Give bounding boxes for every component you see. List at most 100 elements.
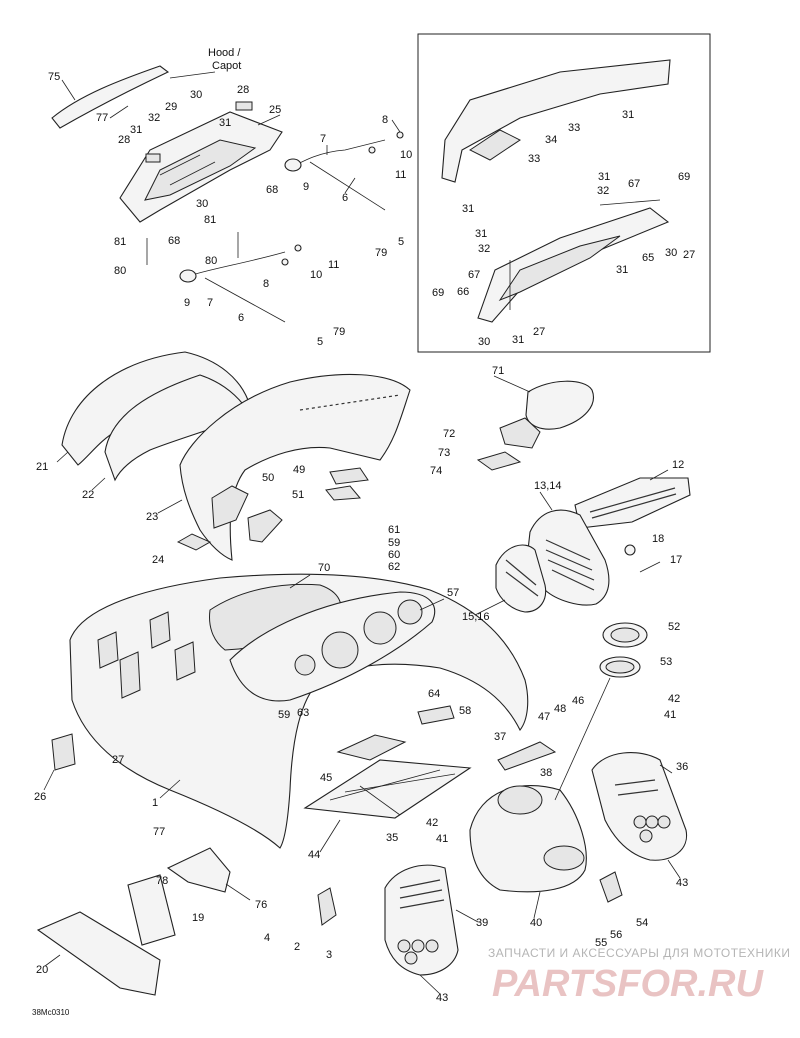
label-45: 45	[320, 772, 332, 784]
watermark: ЗАПЧАСТИ И АКСЕССУАРЫ ДЛЯ МОТОТЕХНИКИ PA…	[488, 946, 790, 1005]
label-41b: 41	[436, 833, 448, 845]
label-50: 50	[262, 472, 274, 484]
mirror-and-vents	[476, 380, 691, 613]
label-44: 44	[308, 849, 320, 861]
label-64: 64	[428, 688, 440, 700]
label-6b: 6	[238, 312, 244, 324]
label-31g: 31	[616, 264, 628, 276]
label-34: 34	[545, 134, 557, 146]
label-49: 49	[293, 464, 305, 476]
label-24: 24	[152, 554, 164, 566]
part-labels: Hood / Capot 75 77 30 28 29 25 32 31 31 …	[32, 47, 695, 1017]
label-80b: 80	[114, 265, 126, 277]
label-31h: 31	[512, 334, 524, 346]
label-61: 61	[388, 524, 400, 536]
label-30c: 30	[665, 247, 677, 259]
label-8b: 8	[263, 278, 269, 290]
label-22: 22	[82, 489, 94, 501]
label-57: 57	[447, 587, 459, 599]
label-78: 78	[156, 875, 168, 887]
label-hood: Hood /	[208, 47, 241, 59]
lower-components	[36, 622, 688, 996]
label-74: 74	[430, 465, 442, 477]
label-69b: 69	[432, 287, 444, 299]
label-35: 35	[386, 832, 398, 844]
label-31e: 31	[462, 203, 474, 215]
label-73: 73	[438, 447, 450, 459]
label-capot: Capot	[212, 60, 241, 72]
label-29: 29	[165, 101, 177, 113]
label-1: 1	[152, 797, 158, 809]
label-9: 9	[303, 181, 309, 193]
label-66: 66	[457, 286, 469, 298]
label-31d: 31	[598, 171, 610, 183]
label-77b: 77	[153, 826, 165, 838]
label-8: 8	[382, 114, 388, 126]
label-68: 68	[266, 184, 278, 196]
label-62: 62	[388, 561, 400, 573]
label-47: 47	[538, 711, 550, 723]
label-28: 28	[237, 84, 249, 96]
label-42: 42	[668, 693, 680, 705]
label-41: 41	[664, 709, 676, 721]
label-37: 37	[494, 731, 506, 743]
label-36: 36	[676, 761, 688, 773]
label-32c: 32	[597, 185, 609, 197]
label-81: 81	[204, 214, 216, 226]
label-79: 79	[375, 247, 387, 259]
label-30b: 30	[196, 198, 208, 210]
label-58: 58	[459, 705, 471, 717]
label-53: 53	[660, 656, 672, 668]
label-31b: 31	[130, 124, 142, 136]
label-38: 38	[540, 767, 552, 779]
label-25: 25	[269, 104, 281, 116]
label-68b: 68	[168, 235, 180, 247]
label-11b: 11	[328, 259, 339, 271]
label-59b: 59	[278, 709, 290, 721]
label-65: 65	[642, 252, 654, 264]
label-75: 75	[48, 71, 60, 83]
label-46: 46	[572, 695, 584, 707]
inset-box	[417, 33, 711, 353]
label-30d: 30	[478, 336, 490, 348]
main-hood	[69, 573, 529, 849]
label-30: 30	[190, 89, 202, 101]
label-20: 20	[36, 964, 48, 976]
label-11: 11	[395, 169, 406, 181]
label-6: 6	[342, 192, 348, 204]
label-27: 27	[683, 249, 695, 261]
label-27c: 27	[112, 754, 124, 766]
label-60: 60	[388, 549, 400, 561]
label-12: 12	[672, 459, 684, 471]
label-1314: 13,14	[534, 480, 562, 492]
label-43b: 43	[436, 992, 448, 1004]
label-55: 55	[595, 937, 607, 949]
label-51: 51	[292, 489, 304, 501]
label-1516: 15,16	[462, 611, 490, 623]
label-33b: 33	[528, 153, 540, 165]
label-32d: 32	[478, 243, 490, 255]
label-7: 7	[320, 133, 326, 145]
label-31: 31	[219, 117, 231, 129]
label-59: 59	[388, 537, 400, 549]
label-69: 69	[678, 171, 690, 183]
label-63: 63	[297, 707, 309, 719]
label-9b: 9	[184, 297, 190, 309]
label-33: 33	[568, 122, 580, 134]
label-28b: 28	[118, 134, 130, 146]
leader-lines	[43, 79, 681, 995]
label-40: 40	[530, 917, 542, 929]
label-7b: 7	[207, 297, 213, 309]
label-52: 52	[668, 621, 680, 633]
label-5b: 5	[317, 336, 323, 348]
label-72: 72	[443, 428, 455, 440]
label-10b: 10	[310, 269, 322, 281]
label-27b: 27	[533, 326, 545, 338]
label-19: 19	[192, 912, 204, 924]
label-17: 17	[670, 554, 682, 566]
label-70: 70	[318, 562, 330, 574]
label-80: 80	[205, 255, 217, 267]
label-26: 26	[34, 791, 46, 803]
label-77: 77	[96, 112, 108, 124]
